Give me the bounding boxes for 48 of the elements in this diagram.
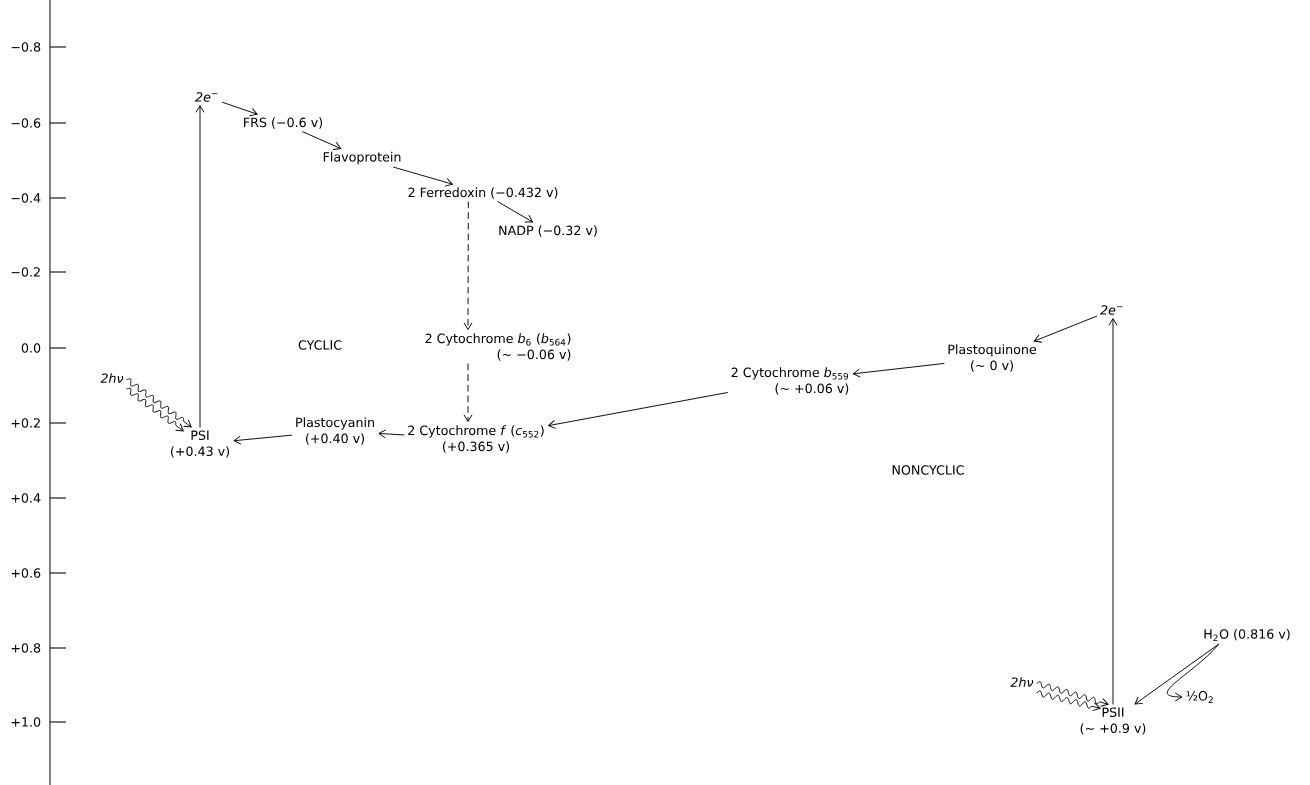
wavy-arrow	[126, 387, 184, 432]
arrow	[1166, 643, 1220, 702]
tick-label: −0.6	[11, 118, 41, 128]
tick-label: +0.6	[11, 568, 41, 578]
carrier-label: 2 Ferredoxin (−0.432 v)	[408, 187, 558, 199]
carrier-label: Plastocyanin (+0.40 v)	[296, 417, 374, 445]
carrier-label: PSII (∼ +0.9 v)	[1080, 707, 1146, 735]
tick-label: +0.4	[11, 493, 41, 503]
arrow	[392, 166, 453, 187]
carrier-label: ½O$_{2}$	[1186, 691, 1213, 703]
arrow	[548, 392, 729, 429]
carrier-label: NADP (−0.32 v)	[499, 225, 597, 237]
tick-label: +1.0	[11, 717, 41, 727]
dashed-arrow	[463, 363, 473, 422]
carrier-label: H$_{2}$O (0.816 v)	[1204, 628, 1290, 642]
carrier-label: Plastoquinone (∼ 0 v)	[948, 344, 1037, 372]
arrow	[1108, 318, 1118, 705]
carrier-label: 2 Cytochrome f (c$_{552}$) (+0.365 v)	[408, 425, 544, 453]
dashed-arrow	[463, 201, 473, 330]
arrow	[1033, 315, 1098, 343]
wavy-arrow	[126, 378, 192, 428]
arrow	[378, 429, 405, 439]
tick-label: 0.0	[21, 343, 41, 353]
carrier-label: PSI (+0.43 v)	[171, 430, 229, 458]
arrow	[301, 131, 342, 150]
arrow	[195, 105, 205, 428]
tick-label: +0.2	[11, 418, 40, 428]
wavy-arrow	[1036, 690, 1101, 712]
arrow	[233, 434, 293, 445]
photon-label: 2hν	[1010, 677, 1034, 687]
carrier-label: Flavoprotein	[323, 151, 401, 165]
arrow	[852, 362, 945, 378]
tick-label: −0.2	[11, 267, 40, 277]
arrow	[1134, 643, 1220, 705]
photon-label: 2hν	[100, 373, 124, 383]
arrow	[221, 101, 258, 117]
wavy-arrow	[1036, 681, 1109, 707]
carrier-label: 2 Cytochrome b$_{559}$ (∼ +0.06 v)	[731, 367, 849, 395]
electron-label: 2e$^{−}$	[195, 92, 218, 102]
tick-label: −0.4	[11, 193, 41, 203]
arrow	[497, 201, 534, 223]
carrier-label: FRS (−0.6 v)	[244, 117, 323, 129]
tick-label: −0.8	[11, 42, 41, 52]
tick-label: +0.8	[11, 643, 41, 653]
electron-label: 2e$^{−}$	[1100, 305, 1123, 315]
carrier-label: 2 Cytochrome b$_{6}$ (b$_{564}$) (∼ −0.06 v)	[425, 333, 571, 361]
region-label: CYCLIC	[298, 340, 342, 350]
region-label: NONCYCLIC	[892, 465, 964, 475]
